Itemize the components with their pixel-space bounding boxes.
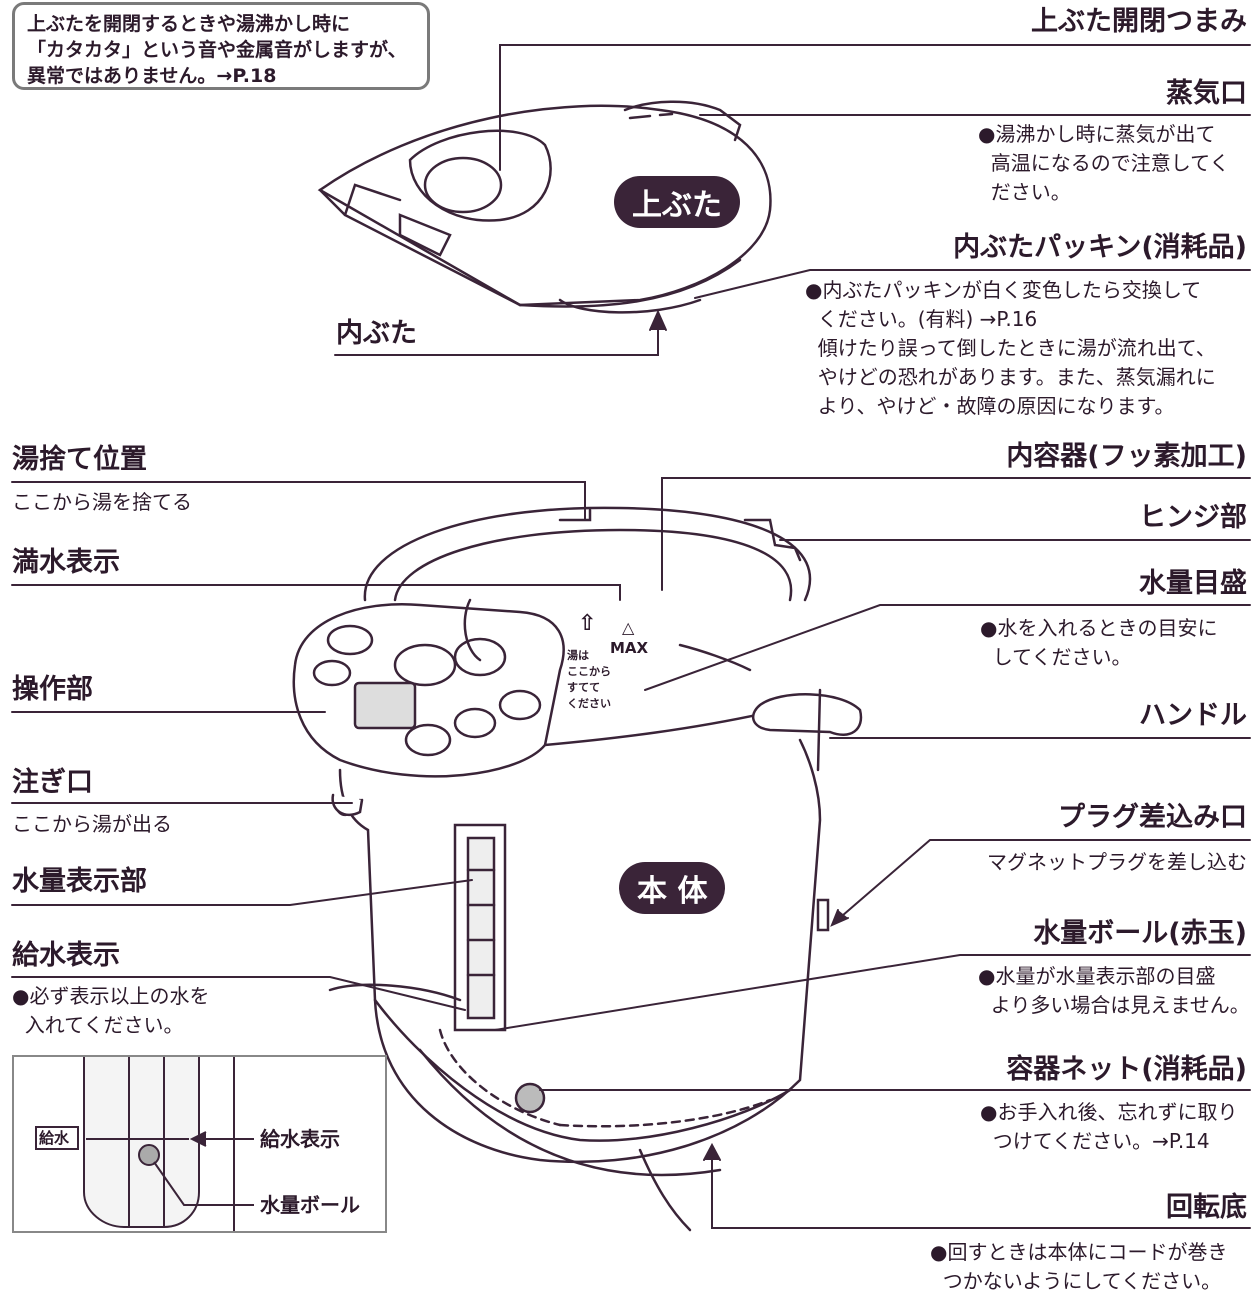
lid-noise-note: 上ぶたを開閉するときや湯沸かし時に 「カタカタ」という音や金属音がしますが、 異… [12, 2, 430, 90]
label-steam-vent: 蒸気口 [1166, 78, 1247, 109]
label-inner-lid: 内ぶた [336, 318, 417, 349]
label-handle: ハンドル [1139, 700, 1247, 731]
label-water-ball: 水量ボール(赤玉) [1033, 918, 1247, 949]
refill-detail-inset: 給水 給水表示 水量ボール [12, 1055, 387, 1233]
inset-label-ball: 水量ボール [260, 1193, 360, 1217]
label-container-net: 容器ネット(消耗品) [1006, 1054, 1247, 1085]
desc-inner-lid-packing: ●内ぶたパッキンが白く変色したら交換して ください。(有料) →P.16 傾けた… [805, 278, 1216, 418]
label-control-panel: 操作部 [12, 674, 93, 705]
desc-container-net: ●お手入れ後、忘れずに取り つけてください。→P.14 [980, 1100, 1238, 1153]
triangle-mark-icon: △ [622, 618, 635, 637]
desc-water-scale: ●水を入れるときの目安に してください。 [980, 616, 1218, 669]
label-refill-mark: 給水表示 [12, 940, 120, 971]
max-mark: MAX [610, 639, 649, 657]
label-lid-knob: 上ぶた開閉つまみ [1031, 6, 1247, 37]
inset-drawing [35, 1057, 254, 1231]
body-leader-lines [11, 477, 1251, 1229]
lid-leader-lines [334, 44, 1251, 356]
label-water-scale: 水量目盛 [1139, 568, 1247, 599]
body-tag: 本 体 [619, 862, 726, 914]
label-inner-lid-packing: 内ぶたパッキン(消耗品) [953, 232, 1247, 263]
lid-tag: 上ぶた [614, 176, 740, 228]
label-water-gauge: 水量表示部 [12, 866, 147, 897]
desc-refill-mark: ●必ず表示以上の水を 入れてください。 [12, 984, 210, 1037]
dump-here-text: 湯は ここから すてて ください [567, 649, 611, 710]
label-hinge: ヒンジ部 [1139, 502, 1247, 533]
body-drawing [292, 506, 863, 1232]
label-dump-position: 湯捨て位置 [12, 444, 147, 475]
lid-drawing [317, 100, 772, 314]
up-arrow-icon: ⇧ [578, 611, 597, 636]
desc-dump-position: ここから湯を捨てる [12, 490, 192, 514]
desc-plug-socket: マグネットプラグを差し込む [987, 850, 1247, 874]
inset-label-refill: 給水表示 [260, 1127, 340, 1151]
desc-water-ball: ●水量が水量表示部の目盛 より多い場合は見えません。 [978, 964, 1250, 1017]
inset-kyusui-tag: 給水 [39, 1129, 70, 1147]
label-inner-container: 内容器(フッ素加工) [1006, 441, 1247, 472]
desc-rotating-base: ●回すときは本体にコードが巻き つかないようにしてください。 [930, 1240, 1228, 1293]
label-spout: 注ぎ口 [12, 767, 93, 798]
label-plug-socket: プラグ差込み口 [1058, 802, 1247, 833]
desc-spout: ここから湯が出る [12, 812, 172, 836]
desc-steam-vent: ●湯沸かし時に蒸気が出て 高温になるので注意してく ださい。 [978, 122, 1230, 204]
label-rotating-base: 回転底 [1166, 1192, 1247, 1223]
label-full-mark: 満水表示 [12, 547, 120, 578]
